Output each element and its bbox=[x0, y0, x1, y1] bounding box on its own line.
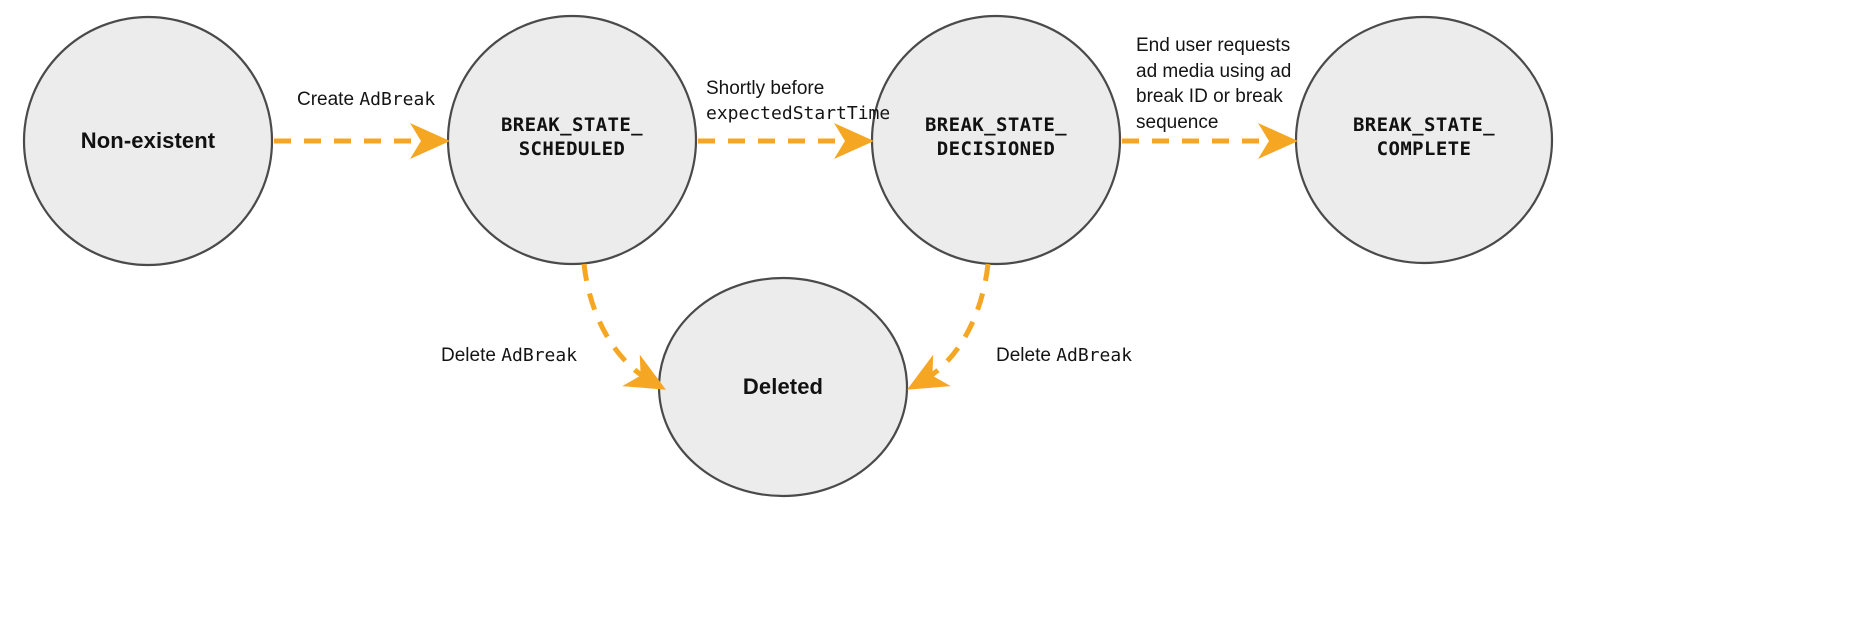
edge-delete-adbreak-from-decisioned bbox=[907, 263, 991, 390]
edge-delete-adbreak-from-scheduled bbox=[581, 263, 666, 390]
node-break-state-decisioned[interactable] bbox=[870, 14, 1122, 266]
node-non-existent[interactable] bbox=[22, 15, 274, 267]
node-deleted[interactable] bbox=[657, 276, 909, 498]
node-break-state-complete[interactable] bbox=[1294, 15, 1554, 265]
node-break-state-scheduled[interactable] bbox=[446, 14, 698, 266]
